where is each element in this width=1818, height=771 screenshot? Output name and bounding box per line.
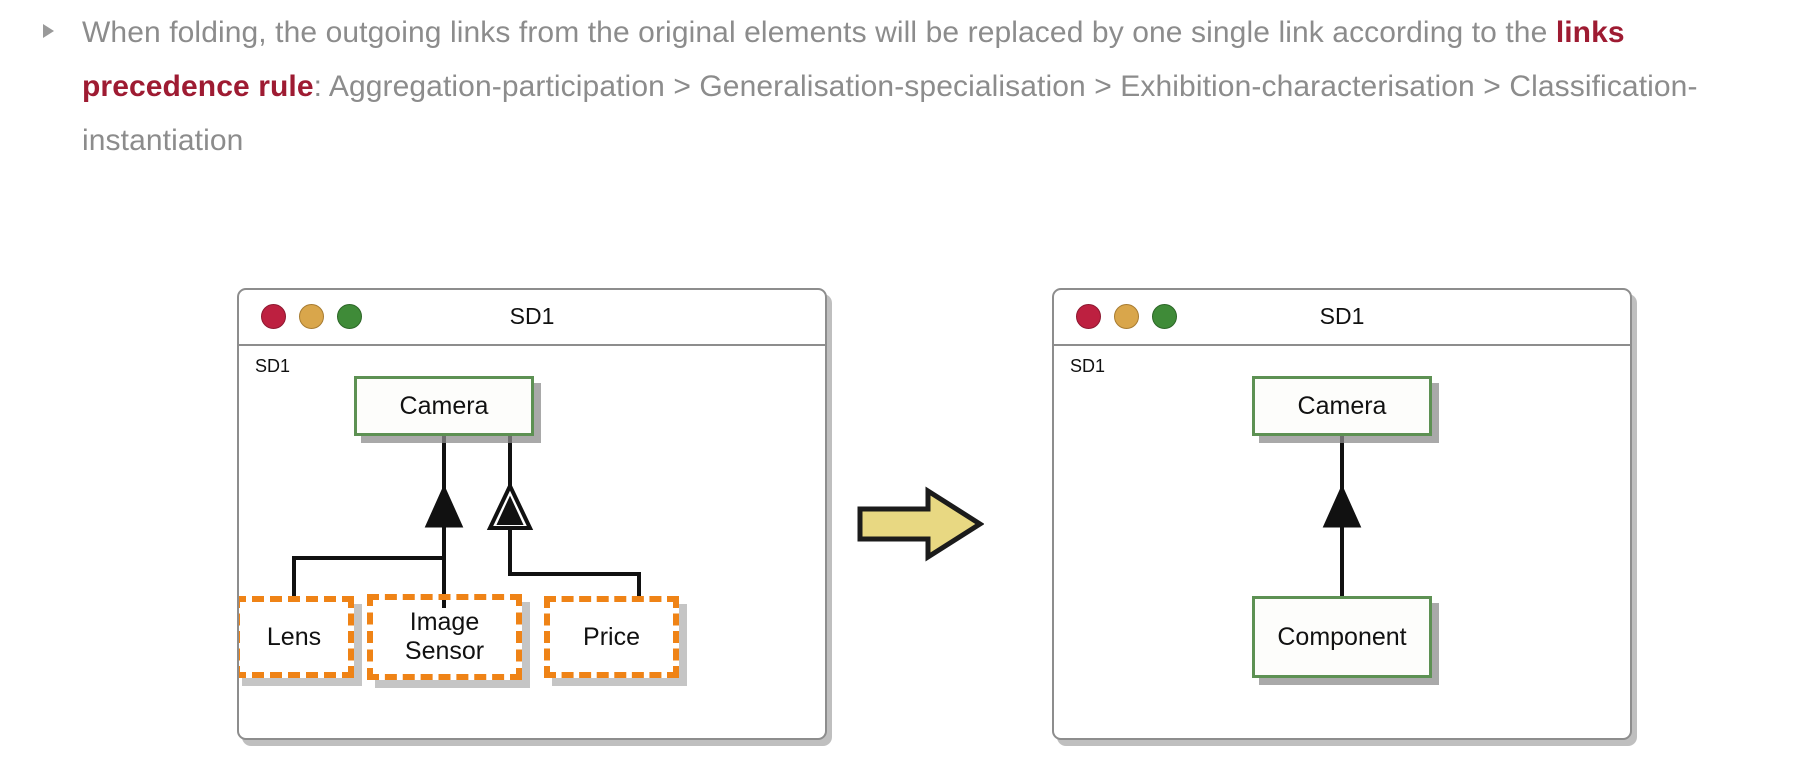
node-label-line1: Image bbox=[409, 608, 480, 637]
traffic-lights-left bbox=[261, 304, 362, 329]
close-button-icon[interactable] bbox=[1076, 304, 1101, 329]
node-price[interactable]: Price bbox=[544, 596, 679, 678]
node-lens[interactable]: Lens bbox=[239, 596, 354, 678]
node-camera-right[interactable]: Camera bbox=[1252, 376, 1432, 436]
bullet-block: When folding, the outgoing links from th… bbox=[38, 6, 1798, 168]
traffic-lights-right bbox=[1076, 304, 1177, 329]
node-component[interactable]: Component bbox=[1252, 596, 1432, 678]
node-label-line2: Sensor bbox=[404, 637, 485, 665]
bullet-item: When folding, the outgoing links from th… bbox=[38, 6, 1798, 168]
window-sd1-folded[interactable]: SD1 SD1 Camera Component bbox=[1052, 288, 1632, 740]
node-label: Component bbox=[1277, 622, 1407, 651]
canvas-label-left: SD1 bbox=[255, 356, 291, 376]
transformation-arrow bbox=[856, 485, 985, 563]
diagram-canvas-right[interactable]: SD1 Camera Component bbox=[1054, 346, 1630, 738]
diagram-canvas-left[interactable]: SD1 Camera Lens Image Sensor bbox=[239, 346, 825, 738]
window-titlebar-right[interactable]: SD1 bbox=[1054, 290, 1630, 346]
bullet-text: When folding, the outgoing links from th… bbox=[82, 6, 1798, 168]
minimize-button-icon[interactable] bbox=[1114, 304, 1139, 329]
bullet-text-accent: links precedence rule bbox=[82, 16, 1625, 103]
close-button-icon[interactable] bbox=[261, 304, 286, 329]
node-label: Camera bbox=[399, 391, 489, 420]
hollow-triangle-inner-left bbox=[496, 495, 524, 525]
triangle-bullet-icon bbox=[43, 24, 54, 38]
node-image-sensor[interactable]: Image Sensor bbox=[367, 594, 522, 680]
arrow-right-icon bbox=[857, 486, 985, 562]
bullet-text-tail: : Aggregation-participation > Generalisa… bbox=[82, 70, 1698, 157]
window-title-left: SD1 bbox=[509, 303, 555, 329]
window-sd1-unfolded[interactable]: SD1 SD1 Camera Lens Image bbox=[237, 288, 827, 740]
minimize-button-icon[interactable] bbox=[299, 304, 324, 329]
canvas-label-right: SD1 bbox=[1070, 356, 1106, 376]
node-label: Price bbox=[583, 622, 640, 651]
node-label: Camera bbox=[1297, 391, 1387, 420]
window-title-right: SD1 bbox=[1319, 303, 1365, 329]
window-titlebar-left[interactable]: SD1 bbox=[239, 290, 825, 346]
filled-triangle-marker-left bbox=[424, 484, 464, 528]
node-camera-left[interactable]: Camera bbox=[354, 376, 534, 436]
bullet-text-lead: When folding, the outgoing links from th… bbox=[82, 16, 1556, 49]
maximize-button-icon[interactable] bbox=[337, 304, 362, 329]
maximize-button-icon[interactable] bbox=[1152, 304, 1177, 329]
filled-triangle-marker-right bbox=[1322, 484, 1362, 528]
hollow-triangle-outline-left bbox=[486, 481, 534, 530]
node-label: Lens bbox=[266, 622, 322, 651]
